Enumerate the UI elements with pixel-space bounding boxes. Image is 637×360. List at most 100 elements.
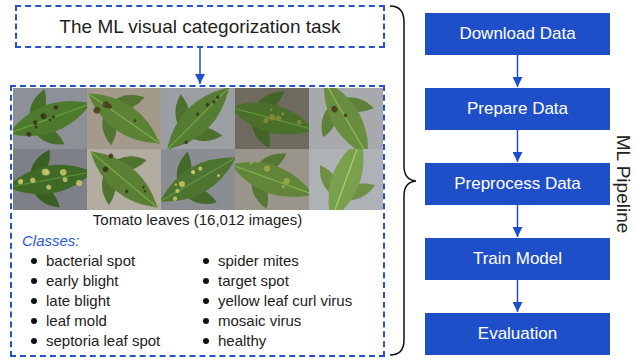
disease-spot [191,169,196,174]
leaf-midrib [235,164,309,193]
disease-spot [59,169,67,177]
leaf-blade [13,90,87,146]
leaf-blade [87,88,161,149]
disease-spot [30,177,36,183]
leaf-shape [87,149,161,210]
flow-arrow [517,55,519,87]
leaf-photo [309,149,383,210]
leaf-photo [87,88,161,149]
disease-spot [108,153,115,160]
leaf-shape [87,88,161,149]
process-box: Prepare Data [425,88,610,130]
disease-spot [343,113,348,118]
leaf-blade [161,149,235,210]
leaf-blade [318,149,374,210]
leaf-midrib [167,89,228,149]
image-caption: Tomato leaves (16,012 images) [12,211,383,229]
bullet-dot [203,278,209,284]
disease-spot [270,108,273,111]
class-item: septoria leaf spot [46,332,160,350]
disease-spot [32,120,38,126]
bullet-dot [203,258,209,264]
task-title: The ML visual categorization task [59,16,340,38]
disease-spot [26,131,32,137]
leaf-midrib [88,93,158,142]
disease-spot [106,103,113,110]
bullet-dot [31,318,37,324]
leaf-midrib [324,88,367,149]
leaf-blade [312,88,380,149]
class-item: leaf mold [46,312,107,330]
flow-arrow [517,205,519,237]
process-box: Evaluation [425,313,610,355]
disease-spot [281,112,285,116]
process-box: Train Model [425,238,610,280]
leaf-shape [309,149,383,210]
bullet-dot [31,298,37,304]
disease-spot [282,177,290,185]
disease-spot [195,112,199,116]
leaf-shape [235,149,309,210]
disease-spot [268,114,275,121]
disease-spot [281,184,286,189]
disease-spot [34,125,38,129]
disease-spot [211,99,216,104]
photo-background [87,149,161,210]
disease-spot [51,115,55,119]
bullet-dot [203,318,209,324]
leaf-blade [235,94,309,144]
disease-spot [76,179,83,186]
disease-spot [40,113,47,120]
disease-spot [297,120,302,125]
disease-spot [263,117,269,123]
leaf-shape [235,88,309,149]
disease-spot [53,104,59,110]
process-box: Preprocess Data [425,163,610,205]
disease-spot [142,185,146,189]
bullet-dot [31,258,37,264]
disease-spot [275,115,282,122]
leaf-photo [235,149,309,210]
dataset-box: Tomato leaves (16,012 images) Classes: bac… [10,85,385,357]
flow-arrow [517,280,519,312]
leaf-photo [87,149,161,210]
disease-spot [133,119,137,123]
disease-spot [215,95,220,100]
leaf-shape [13,149,87,210]
process-label: Train Model [473,249,562,269]
bullet-dot [31,278,37,284]
leaf-photo [13,88,87,149]
leaf-blade [13,158,87,201]
leaf-shape [309,88,383,149]
leaf-midrib [13,104,87,133]
disease-spot [62,177,68,183]
list-heading: Classes: [22,232,80,250]
leaf-photo [161,88,235,149]
disease-spot [249,161,253,165]
class-item: target spot [218,272,289,290]
leaf-midrib [235,107,309,129]
bullet-dot [203,298,209,304]
task-box: The ML visual categorization task [15,5,385,48]
disease-spot [92,106,101,115]
leaf-shape [161,149,235,210]
process-label: Evaluation [478,324,557,344]
leaf-blade [235,151,309,207]
class-item: early blight [46,272,119,290]
leaf-midrib [331,149,360,210]
disease-spot [205,102,211,108]
leaf-shape [13,88,87,149]
class-item: spider mites [218,252,299,270]
process-label: Preprocess Data [454,174,581,194]
class-item: yellow leaf curl virus [218,292,352,310]
flow-arrow [199,48,201,84]
pipeline-label: ML Pipeline [612,135,634,234]
class-item: bacterial spot [46,252,135,270]
leaf-photo [235,88,309,149]
curly-brace [390,6,416,355]
disease-spot [124,189,129,194]
disease-spot [48,118,52,122]
class-item: late blight [46,292,110,310]
bullet-dot [31,338,37,344]
disease-spot [175,188,181,194]
